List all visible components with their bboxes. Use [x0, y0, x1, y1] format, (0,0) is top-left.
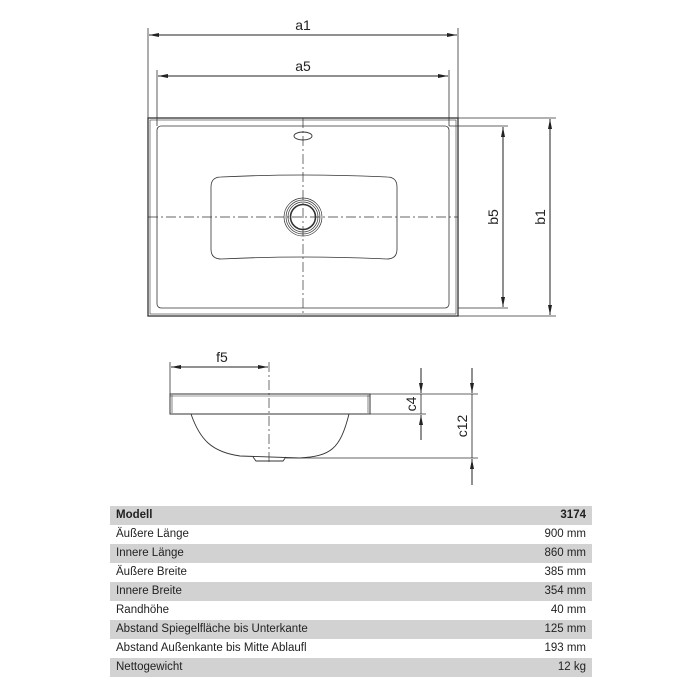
dimension-label-b5: b5 [485, 209, 501, 225]
row-value: 860 mm [491, 544, 592, 563]
specification-table: Modell 3174 Äußere Länge 900 mm Innere L… [110, 506, 592, 677]
dimension-label-c4: c4 [403, 396, 419, 411]
table-row: Nettogewicht 12 kg [110, 658, 592, 677]
row-label: Abstand Außenkante bis Mitte Ablaufl [116, 642, 307, 654]
table-row: Äußere Länge 900 mm [110, 525, 592, 544]
row-value: 125 mm [491, 620, 592, 639]
row-label: Äußere Breite [116, 566, 187, 578]
row-value: 12 kg [491, 658, 592, 677]
table-row: Äußere Breite 385 mm [110, 563, 592, 582]
row-label: Innere Breite [110, 582, 492, 601]
row-value: 193 mm [544, 642, 586, 654]
row-label: Nettogewicht [110, 658, 492, 677]
row-label: Innere Länge [110, 544, 492, 563]
side-view [169, 362, 478, 485]
row-value: 385 mm [544, 566, 586, 578]
basin-bottom [210, 174, 398, 260]
table-row: Randhöhe 40 mm [110, 601, 592, 620]
basin-bowl-profile [190, 413, 350, 459]
row-value: 354 mm [491, 582, 592, 601]
row-label: Abstand Spiegelfläche bis Unterkante [110, 620, 492, 639]
table-header-row: Modell 3174 [110, 506, 592, 525]
row-label: Randhöhe [116, 604, 170, 616]
dimension-label-c12: c12 [454, 415, 470, 438]
drain-profile [252, 456, 287, 462]
top-view [147, 28, 556, 317]
table-row: Abstand Spiegelfläche bis Unterkante 125… [110, 620, 592, 639]
table-row: Innere Breite 354 mm [110, 582, 592, 601]
row-value: 40 mm [550, 604, 586, 616]
table-row: Innere Länge 860 mm [110, 544, 592, 563]
row-value: 900 mm [544, 528, 586, 540]
dimension-label-a1: a1 [295, 17, 311, 33]
header-label: Modell [110, 506, 492, 525]
dimension-label-f5: f5 [216, 349, 228, 365]
technical-drawing: a1 a5 b5 b1 f5 c4 c12 [147, 17, 556, 485]
table-row: Abstand Außenkante bis Mitte Ablaufl 193… [110, 639, 592, 658]
dimension-label-b1: b1 [532, 209, 548, 225]
dimension-label-a5: a5 [295, 58, 311, 74]
header-model-number: 3174 [491, 506, 592, 525]
basin-rim-profile [169, 393, 371, 415]
row-label: Äußere Länge [116, 528, 189, 540]
